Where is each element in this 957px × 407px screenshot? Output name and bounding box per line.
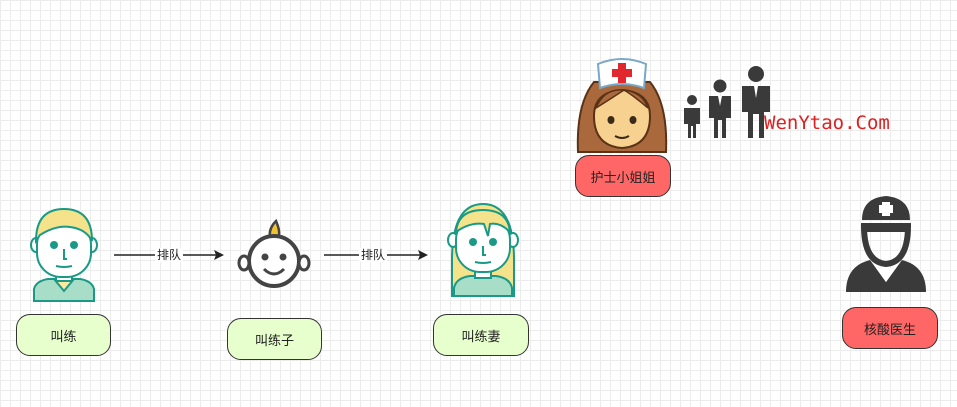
nurse-avatar-icon	[576, 58, 668, 153]
node-jiaolianqi[interactable]: 叫练妻	[433, 314, 529, 356]
node-doctor[interactable]: 核酸医生	[842, 307, 938, 349]
baby-face-icon	[237, 218, 311, 288]
woman-avatar-icon	[447, 202, 519, 297]
watermark-text: WenYtao.Com	[764, 112, 890, 134]
node-nurse[interactable]: 护士小姐姐	[575, 155, 671, 197]
doctor-icon	[846, 196, 926, 292]
node-jiaolian[interactable]: 叫练	[16, 314, 111, 356]
man-avatar-icon	[30, 207, 98, 302]
node-jiaolianzi[interactable]: 叫练子	[227, 318, 322, 360]
connector-label: 排队	[359, 248, 388, 262]
connector-label: 排队	[155, 248, 184, 262]
people-queue-icon	[684, 66, 770, 138]
